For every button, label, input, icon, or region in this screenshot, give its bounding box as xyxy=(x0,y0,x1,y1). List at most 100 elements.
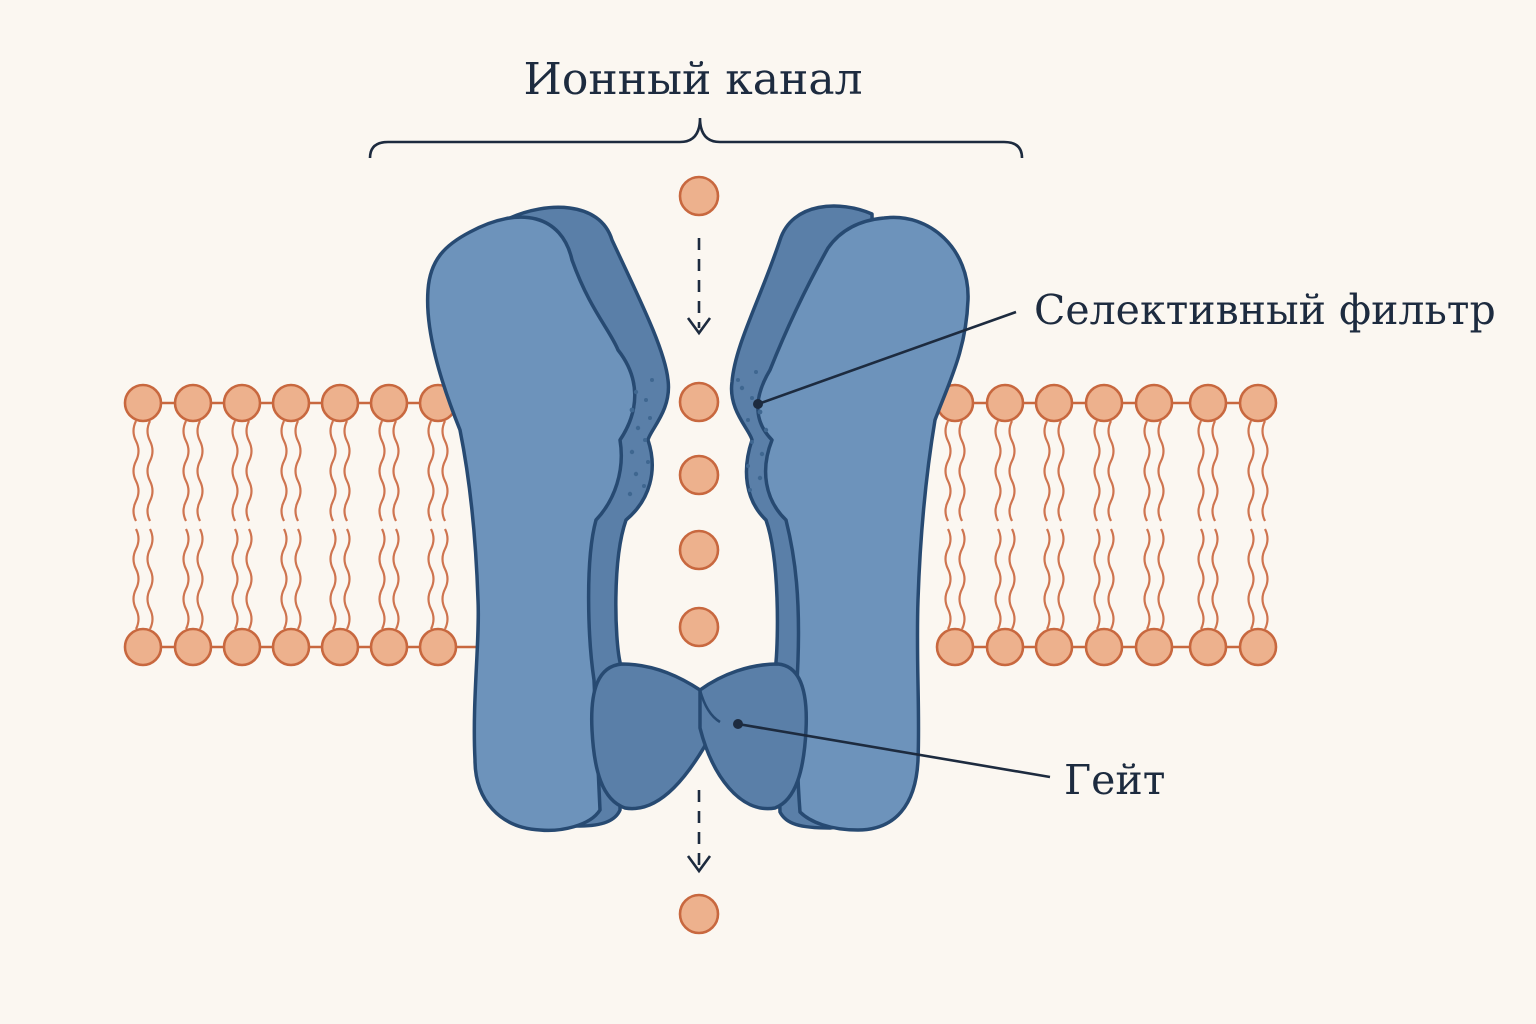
lipid-tail xyxy=(1143,528,1151,630)
lipid-heads xyxy=(123,383,1278,667)
lipid-tail xyxy=(329,420,337,522)
ion xyxy=(678,175,720,217)
lipid-tail xyxy=(1211,420,1219,522)
lipid-tail xyxy=(132,528,140,630)
lipid-head xyxy=(1084,627,1124,667)
lipid-tail xyxy=(378,420,386,522)
lipid-head xyxy=(369,627,409,667)
lipid-head xyxy=(123,627,163,667)
lipid-tail xyxy=(994,528,1002,630)
lipid-tail xyxy=(1057,420,1065,522)
lipid-tail xyxy=(1043,528,1051,630)
lipid-tail xyxy=(343,420,351,522)
lipid-tail xyxy=(944,420,952,522)
lipid-head xyxy=(222,627,262,667)
lipid-head xyxy=(173,627,213,667)
lipid-tail xyxy=(343,528,351,630)
lipid-tail xyxy=(245,528,253,630)
lipid-head xyxy=(320,627,360,667)
lipid-tail xyxy=(294,528,302,630)
lipid-tail xyxy=(146,420,154,522)
channel-bracket xyxy=(368,117,1024,159)
lipid-tail xyxy=(1008,528,1016,630)
lipid-tail xyxy=(441,528,449,630)
lipid-head xyxy=(271,627,311,667)
lipid-head xyxy=(418,627,458,667)
lipid-head xyxy=(1188,383,1228,423)
lipid-tail xyxy=(329,528,337,630)
ions xyxy=(678,175,720,935)
lipid-head xyxy=(271,383,311,423)
ion xyxy=(678,606,720,648)
lipid-tail xyxy=(245,420,253,522)
lipid-head xyxy=(1238,627,1278,667)
lipid-head xyxy=(1034,627,1074,667)
lipid-tail xyxy=(944,528,952,630)
ion xyxy=(678,381,720,423)
lipid-tail xyxy=(994,420,1002,522)
lipid-tail xyxy=(280,528,288,630)
ion xyxy=(678,454,720,496)
lipid-tail xyxy=(196,528,204,630)
flow-arrow-top-icon xyxy=(686,238,712,336)
lipid-tail xyxy=(392,420,400,522)
lipid-tail xyxy=(958,528,966,630)
lipid-tail xyxy=(280,420,288,522)
lipid-head xyxy=(1084,383,1124,423)
lipid-tail xyxy=(1247,420,1255,522)
lipid-tail xyxy=(427,420,435,522)
ion xyxy=(678,893,720,935)
lipid-head xyxy=(985,627,1025,667)
lipid-tail xyxy=(1043,420,1051,522)
lipid-tail xyxy=(1107,420,1115,522)
lipid-tail xyxy=(231,528,239,630)
left-subunit-front-face xyxy=(425,215,637,833)
lipid-tail xyxy=(1157,420,1165,522)
lipid-head xyxy=(935,627,975,667)
lipid-tail xyxy=(378,528,386,630)
ion xyxy=(678,529,720,571)
lipid-tail xyxy=(427,528,435,630)
right-subunit-front-face xyxy=(756,215,970,832)
gate-left-lobe xyxy=(589,662,717,811)
gate-callout xyxy=(733,719,1051,779)
lipid-tail xyxy=(182,528,190,630)
lipid-head xyxy=(1134,383,1174,423)
lipid-tail xyxy=(1261,420,1269,522)
filter-speckles-right xyxy=(736,370,769,492)
lipid-tail xyxy=(392,528,400,630)
lipid-tail xyxy=(1261,528,1269,630)
lipid-tail xyxy=(1093,420,1101,522)
lipid-tail xyxy=(182,420,190,522)
lipid-head xyxy=(985,383,1025,423)
flow-arrow-bottom-icon xyxy=(686,790,712,874)
lipid-tail xyxy=(1143,420,1151,522)
lipid-tail xyxy=(1057,528,1065,630)
lipid-tail xyxy=(231,420,239,522)
lipid-tail xyxy=(132,420,140,522)
lipid-head xyxy=(320,383,360,423)
lipid-head xyxy=(1134,627,1174,667)
selective-filter-label: Селективный фильтр xyxy=(1034,286,1496,334)
lipid-tail xyxy=(1247,528,1255,630)
lipid-tail xyxy=(196,420,204,522)
lipid-tail xyxy=(1197,420,1205,522)
lipid-tail xyxy=(1197,528,1205,630)
channel-gate xyxy=(589,662,809,811)
lipid-head xyxy=(1188,627,1228,667)
lipid-tail xyxy=(958,420,966,522)
lipid-tail xyxy=(1157,528,1165,630)
lipid-tail xyxy=(146,528,154,630)
lipid-tail xyxy=(1107,528,1115,630)
lipid-head xyxy=(123,383,163,423)
lipid-tail xyxy=(441,420,449,522)
lipid-tails xyxy=(132,420,1269,630)
diagram-title: Ионный канал xyxy=(523,54,863,105)
lipid-head xyxy=(369,383,409,423)
lipid-tail xyxy=(1211,528,1219,630)
lipid-tail xyxy=(1008,420,1016,522)
lipid-tail xyxy=(294,420,302,522)
channel-protein-left xyxy=(425,205,671,833)
